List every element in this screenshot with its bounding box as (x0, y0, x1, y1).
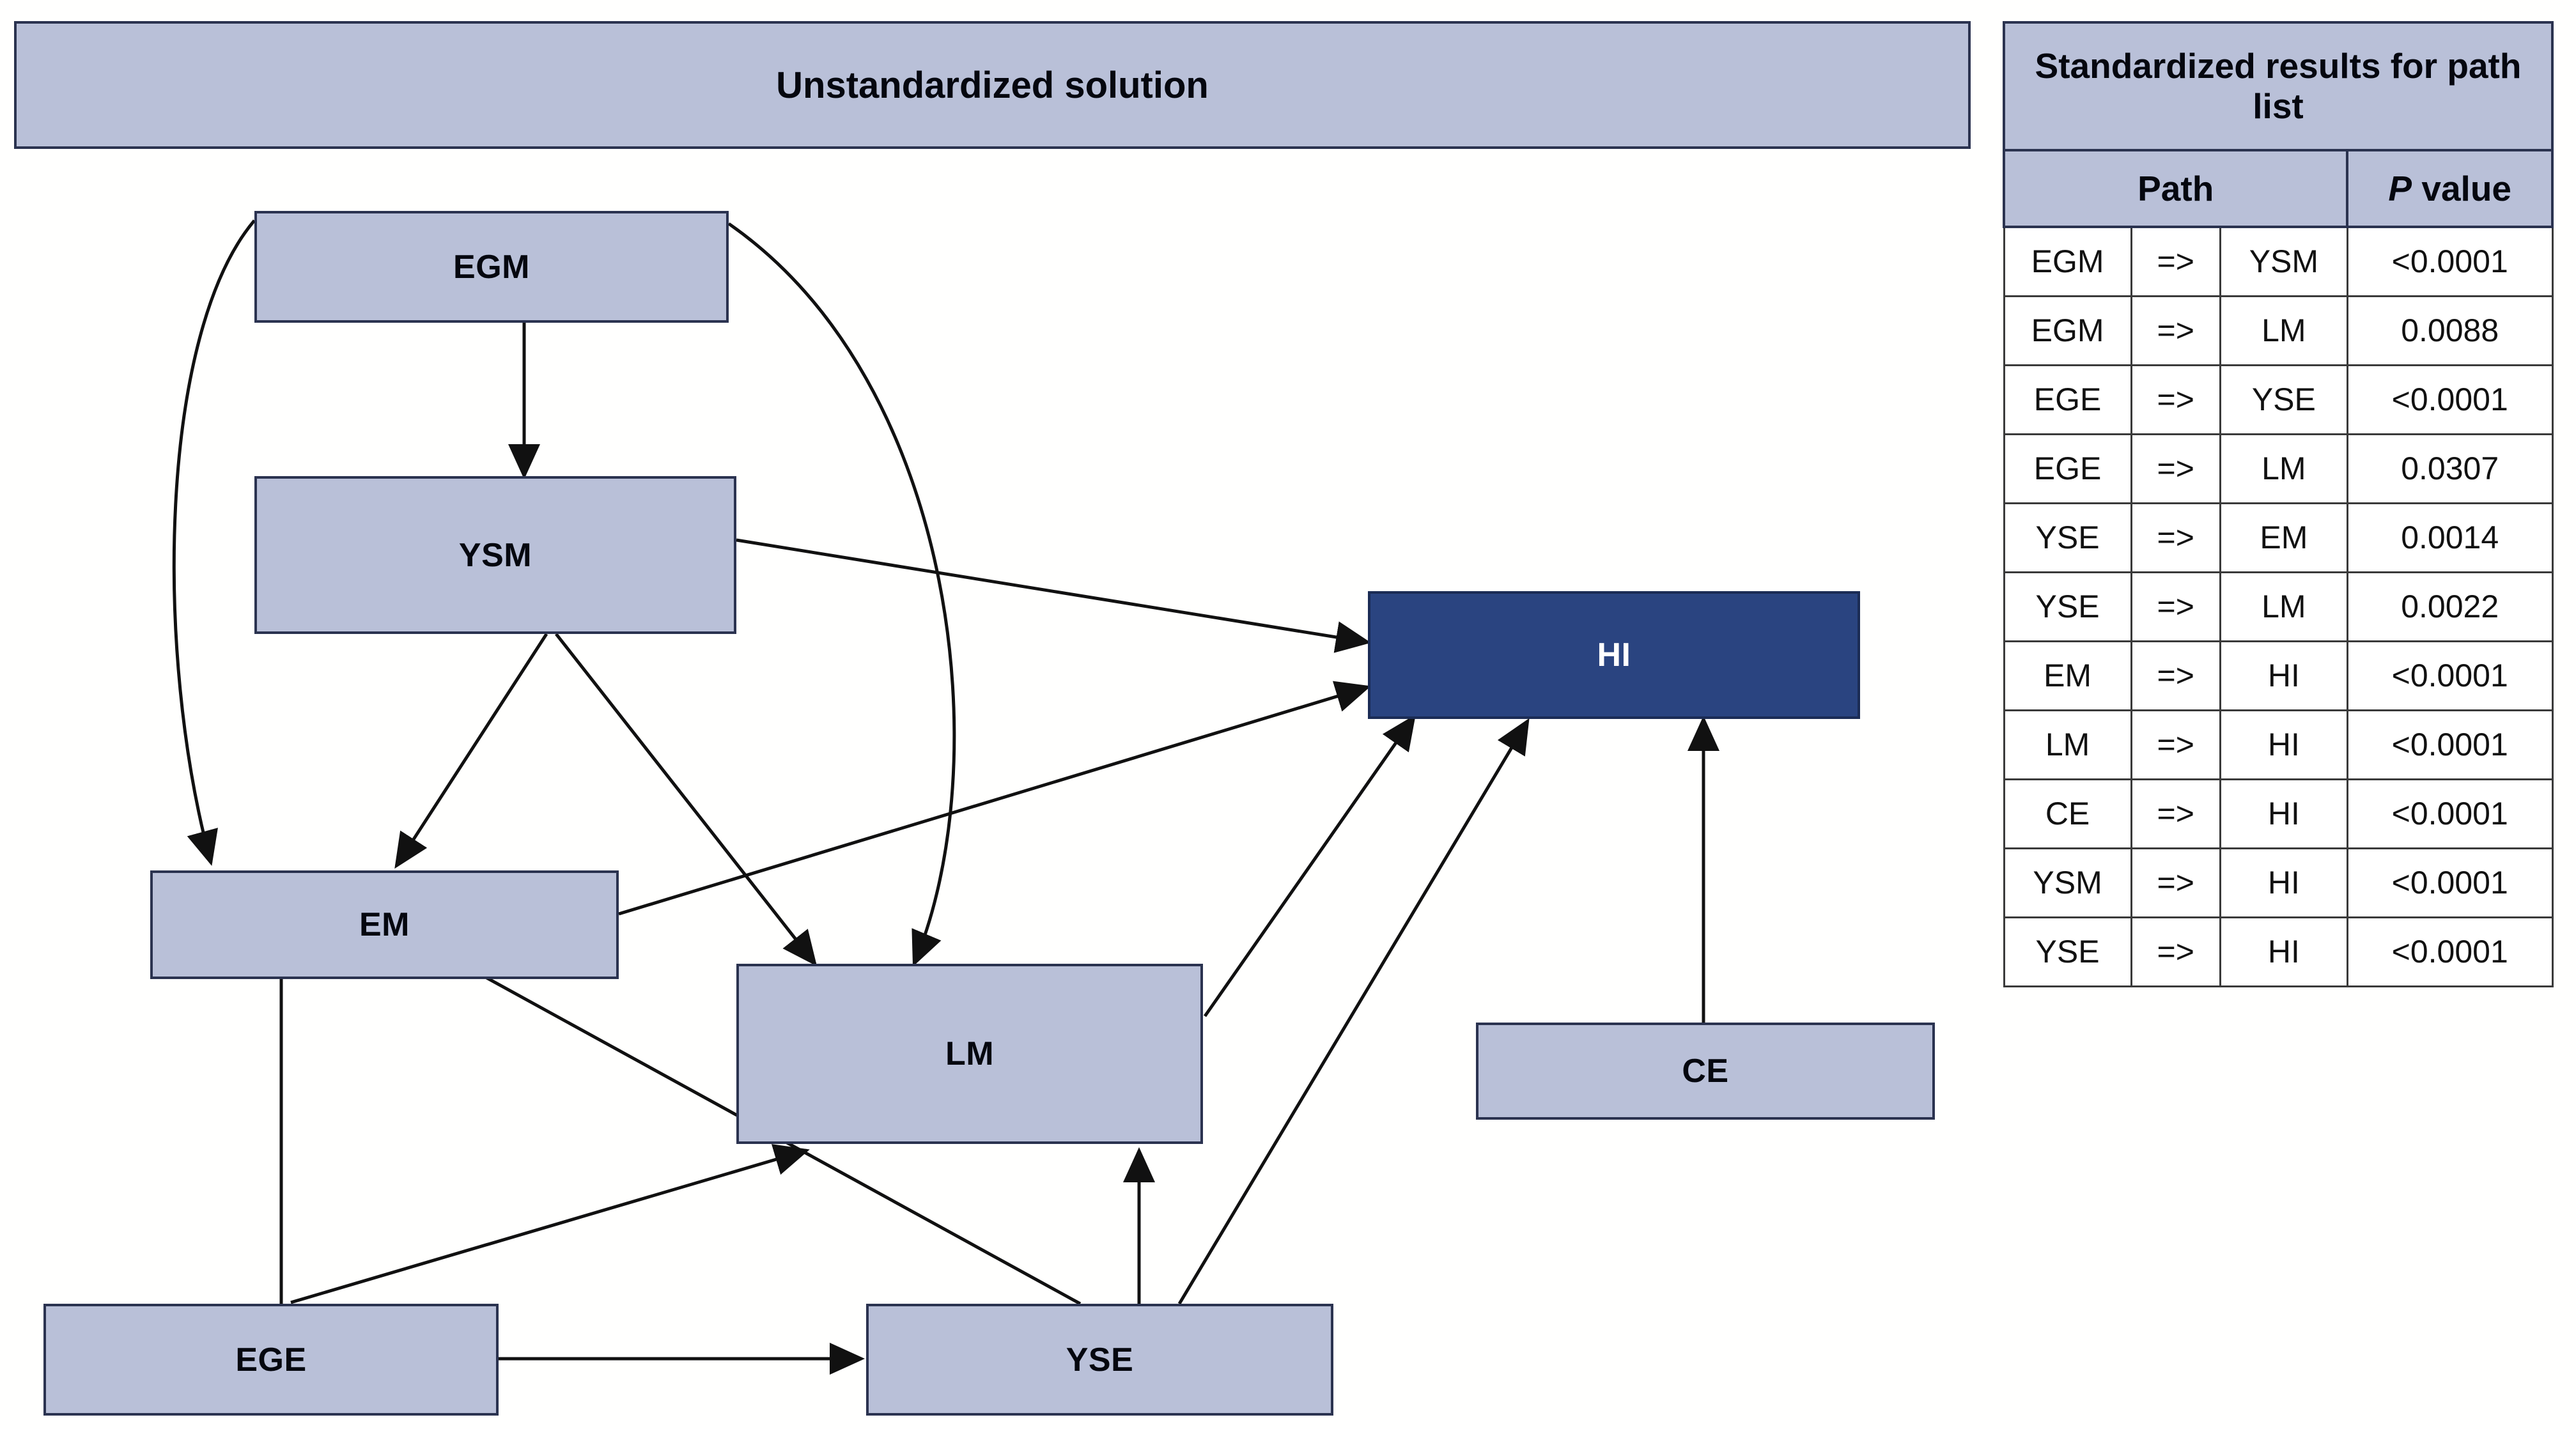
cell-to: HI (2219, 709, 2348, 780)
cell-p-value: 0.0307 (2346, 433, 2554, 504)
table-row[interactable]: YSE => EM 0.0014 (2003, 502, 2554, 573)
cell-from: EGE (2003, 433, 2132, 504)
cell-to: LM (2219, 433, 2348, 504)
cell-to: YSM (2219, 226, 2348, 297)
node-egm-label: EGM (453, 248, 530, 286)
cell-arrow-icon: => (2130, 778, 2221, 849)
cell-arrow-icon: => (2130, 709, 2221, 780)
cell-to: LM (2219, 571, 2348, 642)
cell-p-value: <0.0001 (2346, 916, 2554, 987)
edge-em-hi (618, 681, 1371, 916)
table-row[interactable]: EGM => LM 0.0088 (2003, 295, 2554, 366)
cell-p-value: <0.0001 (2346, 778, 2554, 849)
node-ce-label: CE (1682, 1053, 1729, 1090)
node-lm-label: LM (945, 1035, 995, 1072)
node-ysm[interactable]: YSM (254, 476, 736, 634)
cell-to: EM (2219, 502, 2348, 573)
cell-from: EGM (2003, 226, 2132, 297)
cell-p-value: <0.0001 (2346, 226, 2554, 297)
node-yse-label: YSE (1066, 1341, 1134, 1379)
cell-from: LM (2003, 709, 2132, 780)
node-egm[interactable]: EGM (254, 211, 729, 323)
node-ce[interactable]: CE (1476, 1023, 1935, 1120)
cell-p-value: 0.0014 (2346, 502, 2554, 573)
table-row[interactable]: YSE => LM 0.0022 (2003, 571, 2554, 642)
table-row[interactable]: EM => HI <0.0001 (2003, 640, 2554, 711)
cell-to: HI (2219, 640, 2348, 711)
edge-ysm-em (394, 633, 548, 869)
cell-from: YSE (2003, 571, 2132, 642)
cell-p-value: 0.0088 (2346, 295, 2554, 366)
p-value-suffix: value (2412, 169, 2512, 208)
cell-from: EGE (2003, 364, 2132, 435)
node-em[interactable]: EM (150, 870, 619, 979)
node-ege[interactable]: EGE (43, 1304, 499, 1416)
cell-arrow-icon: => (2130, 226, 2221, 297)
cell-p-value: 0.0022 (2346, 571, 2554, 642)
node-ysm-label: YSM (458, 536, 532, 574)
cell-arrow-icon: => (2130, 916, 2221, 987)
cell-to: LM (2219, 295, 2348, 366)
edge-egm-lm (727, 222, 956, 967)
node-ege-label: EGE (235, 1341, 307, 1379)
cell-to: HI (2219, 778, 2348, 849)
cell-from: CE (2003, 778, 2132, 849)
table-row[interactable]: YSE => HI <0.0001 (2003, 916, 2554, 987)
cell-from: EM (2003, 640, 2132, 711)
cell-from: YSE (2003, 916, 2132, 987)
edge-ysm-hi (736, 538, 1371, 653)
column-header-p-value: P value (2346, 149, 2554, 228)
node-lm[interactable]: LM (736, 964, 1203, 1144)
standardized-results-table: Standardized results for path list Path … (2002, 21, 2554, 987)
edge-yse-hi (1177, 718, 1530, 1305)
cell-from: YSM (2003, 847, 2132, 918)
node-em-label: EM (359, 906, 410, 943)
table-body: EGM => YSM <0.0001 EGM => LM 0.0088 EGE … (2003, 226, 2554, 987)
edge-lm-hi (1203, 714, 1416, 1017)
table-row[interactable]: YSM => HI <0.0001 (2003, 847, 2554, 918)
node-yse[interactable]: YSE (866, 1304, 1333, 1416)
cell-to: HI (2219, 916, 2348, 987)
cell-arrow-icon: => (2130, 571, 2221, 642)
cell-from: EGM (2003, 295, 2132, 366)
cell-p-value: <0.0001 (2346, 364, 2554, 435)
cell-from: YSE (2003, 502, 2132, 573)
edge-egm-em (172, 219, 256, 866)
cell-arrow-icon: => (2130, 502, 2221, 573)
cell-arrow-icon: => (2130, 364, 2221, 435)
table-row[interactable]: EGM => YSM <0.0001 (2003, 226, 2554, 297)
node-hi[interactable]: HI (1368, 591, 1860, 719)
cell-to: YSE (2219, 364, 2348, 435)
node-hi-label: HI (1597, 637, 1631, 674)
cell-arrow-icon: => (2130, 433, 2221, 504)
unstandardized-solution-banner: Unstandardized solution (14, 21, 1971, 149)
cell-p-value: <0.0001 (2346, 847, 2554, 918)
p-italic: P (2388, 169, 2412, 208)
cell-p-value: <0.0001 (2346, 709, 2554, 780)
table-row[interactable]: CE => HI <0.0001 (2003, 778, 2554, 849)
edge-ege-lm (290, 1144, 810, 1304)
cell-p-value: <0.0001 (2346, 640, 2554, 711)
cell-arrow-icon: => (2130, 295, 2221, 366)
table-row[interactable]: LM => HI <0.0001 (2003, 709, 2554, 780)
cell-arrow-icon: => (2130, 847, 2221, 918)
cell-arrow-icon: => (2130, 640, 2221, 711)
table-title: Standardized results for path list (2003, 21, 2554, 151)
column-header-path: Path (2002, 149, 2349, 228)
cell-to: HI (2219, 847, 2348, 918)
banner-title: Unstandardized solution (776, 64, 1209, 106)
table-row[interactable]: EGE => YSE <0.0001 (2003, 364, 2554, 435)
table-row[interactable]: EGE => LM 0.0307 (2003, 433, 2554, 504)
